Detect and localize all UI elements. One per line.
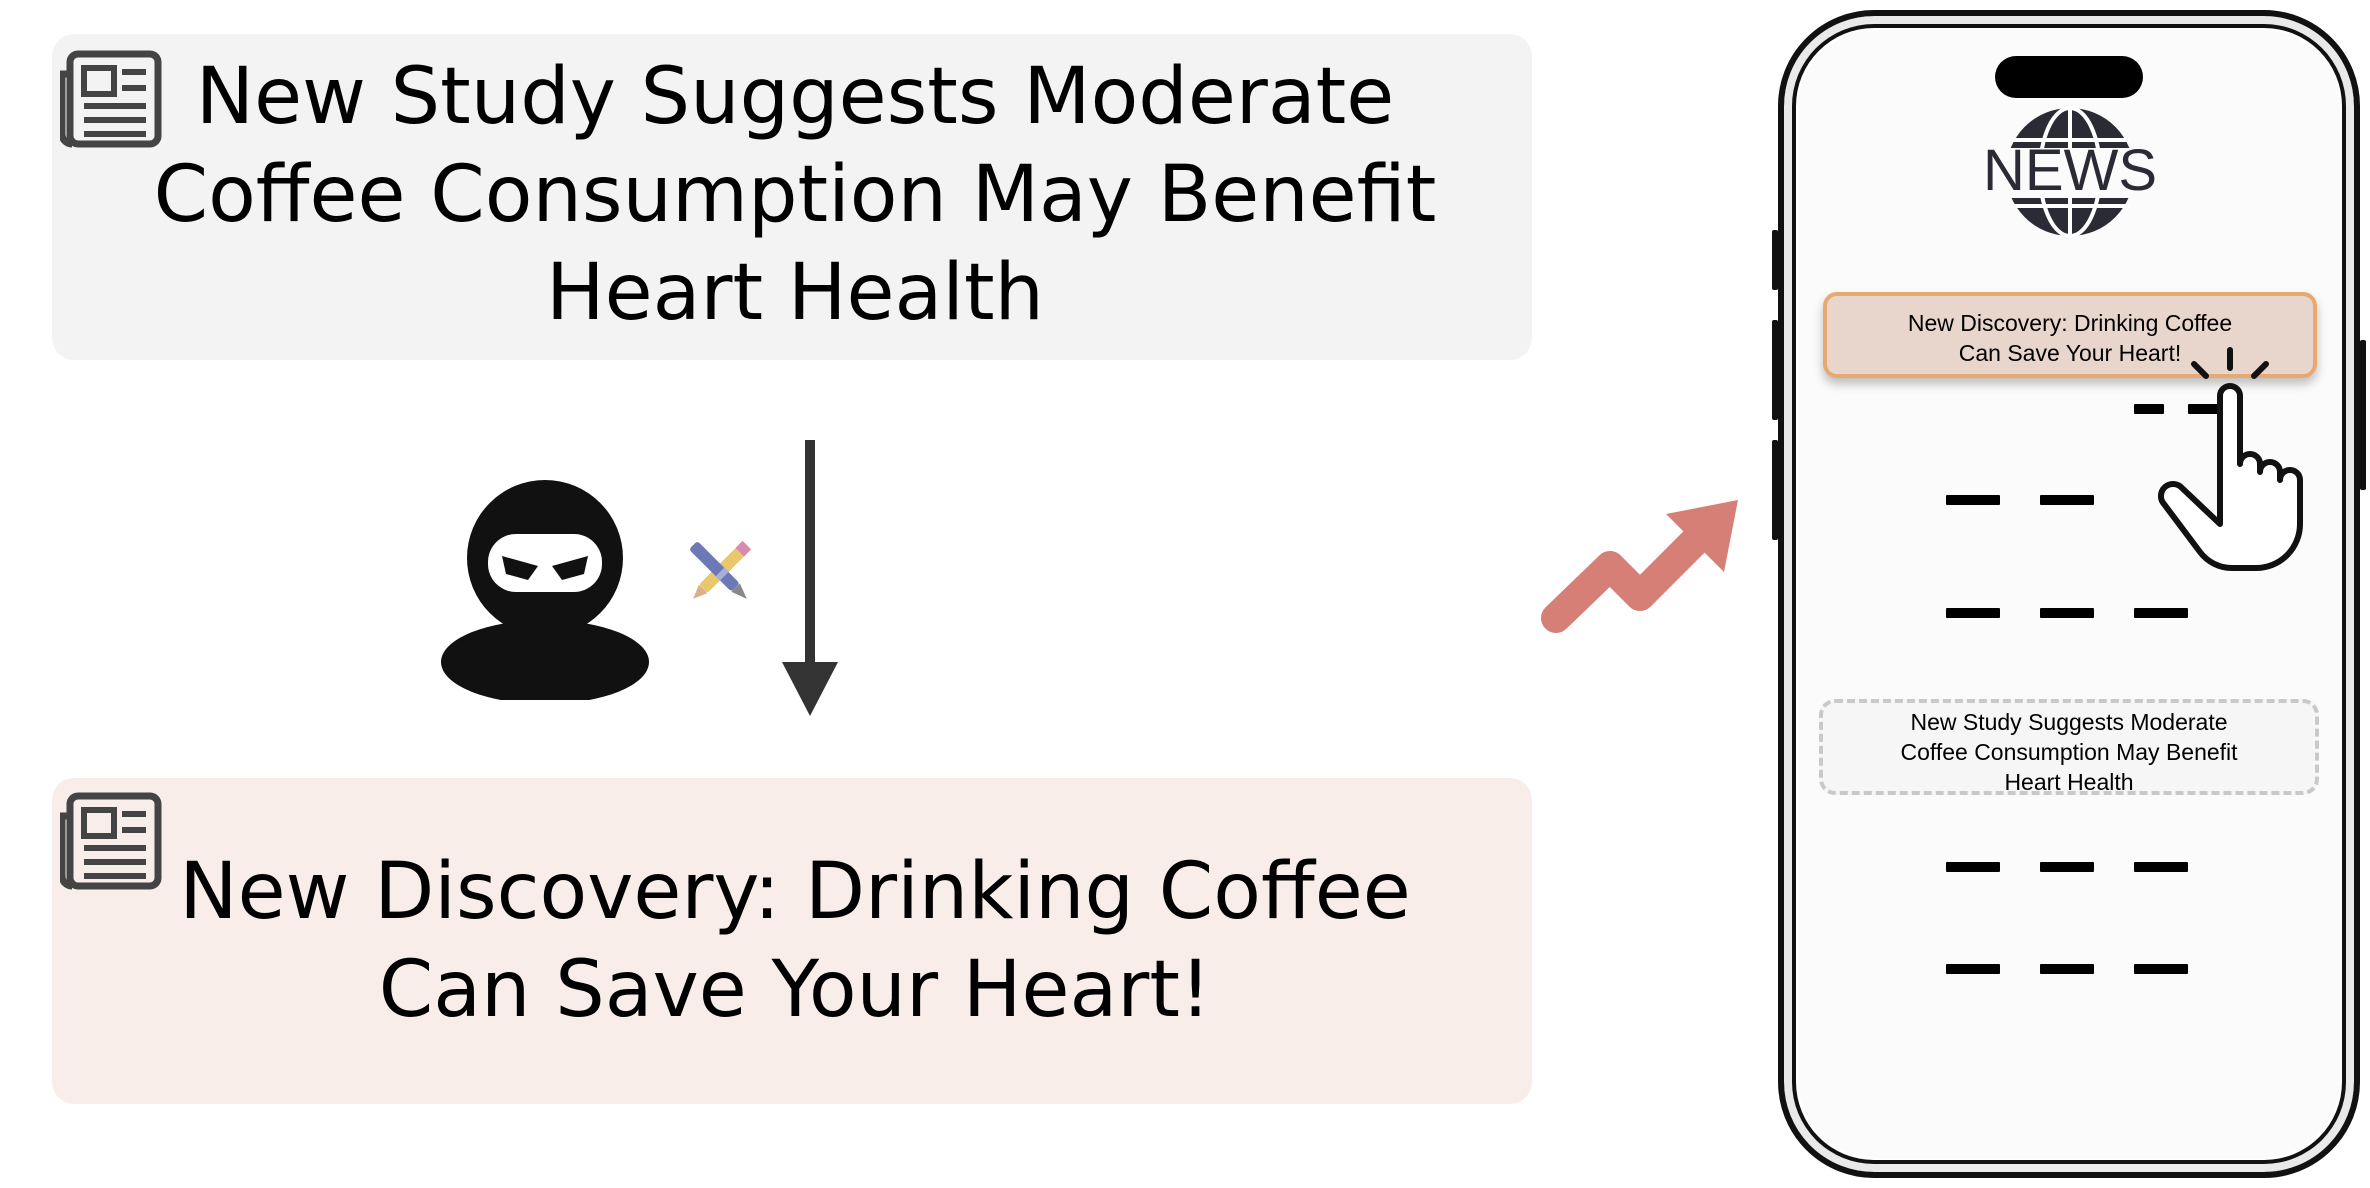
- phone-side-button: [1772, 230, 1778, 290]
- phone-side-button: [1772, 440, 1778, 540]
- globe-icon: NEWS: [1980, 106, 2160, 238]
- placeholder-line: [1946, 495, 2000, 505]
- promoted-news-item[interactable]: New Discovery: Drinking Coffee Can Save …: [1823, 292, 2317, 378]
- placeholder-line: [2134, 964, 2188, 974]
- placeholder-line: [2040, 608, 2094, 618]
- phone-notch: [1995, 56, 2143, 98]
- pen-pencil-icon: [690, 540, 752, 599]
- attacker-icon: [441, 480, 649, 700]
- phone-side-button: [2360, 340, 2366, 490]
- placeholder-line: [2134, 608, 2188, 618]
- demoted-news-item[interactable]: New Study Suggests Moderate Coffee Consu…: [1819, 699, 2319, 795]
- placeholder-line: [1946, 862, 2000, 872]
- phone-side-button: [1772, 320, 1778, 420]
- down-arrow: [782, 440, 838, 716]
- placeholder-line: [2040, 495, 2094, 505]
- placeholder-line: [1946, 964, 2000, 974]
- placeholder-line: [2134, 404, 2164, 414]
- placeholder-line: [2134, 862, 2188, 872]
- newspaper-icon: [60, 50, 162, 148]
- newspaper-icon: [60, 792, 162, 890]
- original-news-card: [52, 34, 1532, 360]
- trend-up-arrow: [1541, 500, 1738, 633]
- original-headline: New Study Suggests Moderate Coffee Consu…: [153, 52, 1437, 338]
- modified-news-card: [52, 778, 1532, 1104]
- news-logo-text: NEWS: [1983, 138, 2157, 203]
- placeholder-line: [1946, 608, 2000, 618]
- modified-headline: New Discovery: Drinking Coffee Can Save …: [179, 847, 1411, 1035]
- placeholder-line: [2040, 964, 2094, 974]
- tap-hand-icon: [2157, 347, 2303, 571]
- placeholder-line: [2188, 404, 2222, 414]
- placeholder-line: [2040, 862, 2094, 872]
